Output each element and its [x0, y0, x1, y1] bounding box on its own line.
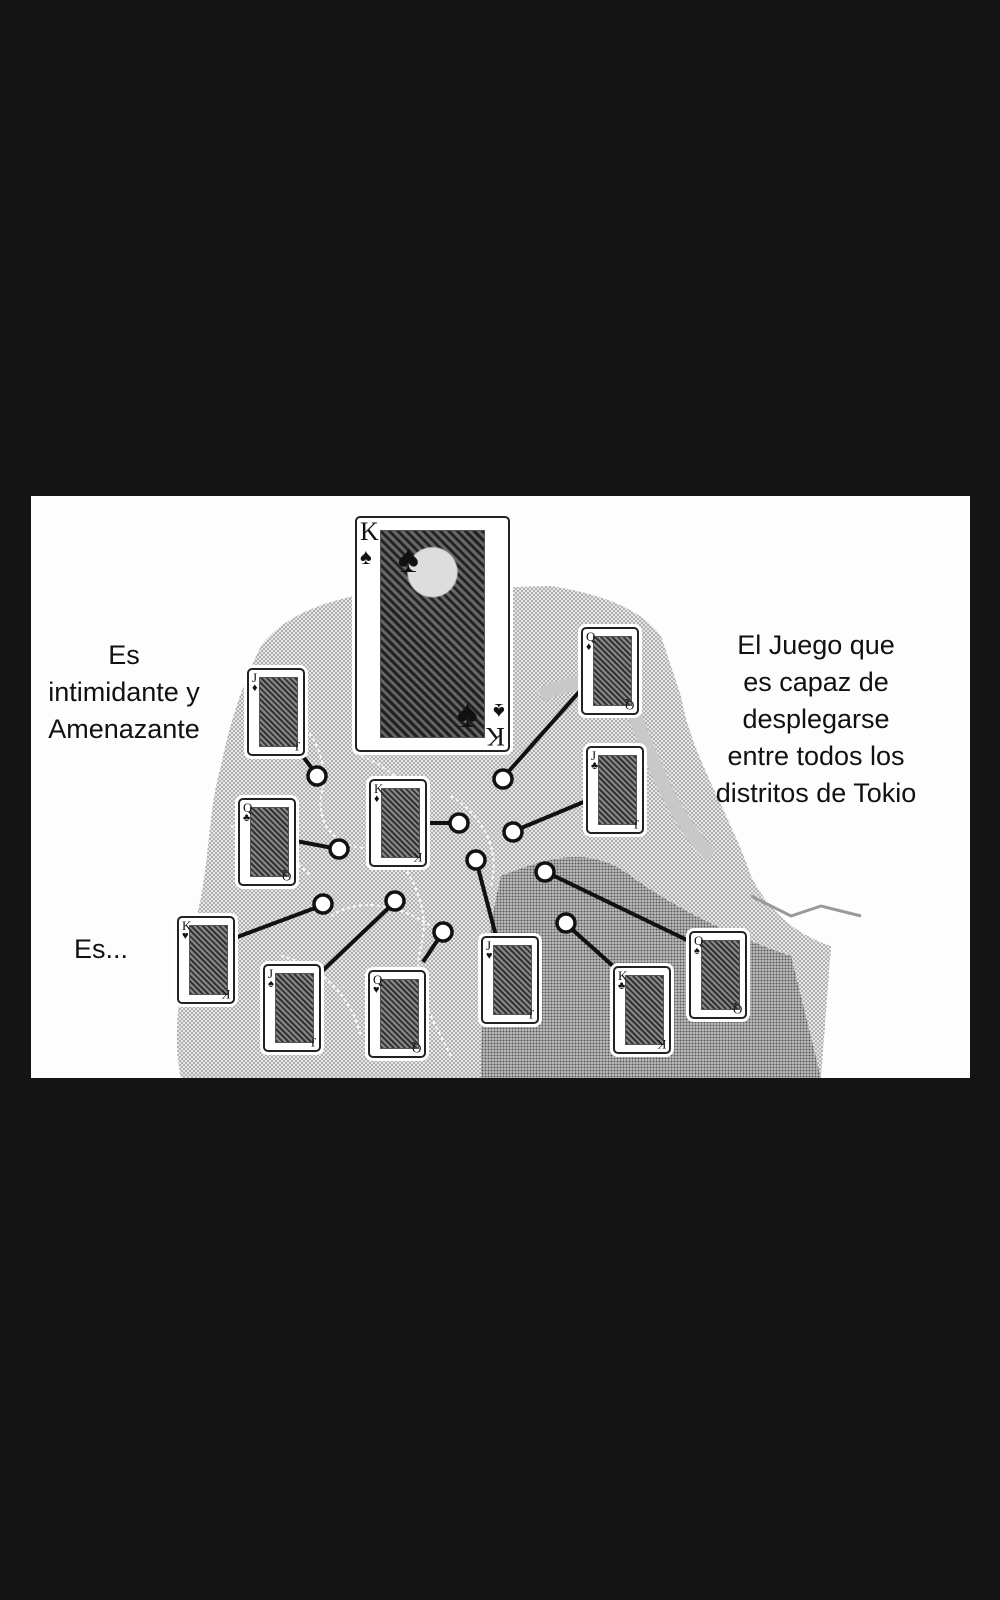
card-face-art: [249, 806, 289, 878]
card-queen-of-hearts: Q ♥ Q: [368, 970, 426, 1058]
card-king-of-spades: K ♠ ♠ ♠ ♠ K: [355, 516, 510, 752]
card-king-of-diamonds: K ♦ K: [369, 779, 427, 867]
card-face-art: [188, 924, 228, 996]
caption-es: Es...: [73, 934, 128, 964]
card-face-art: [597, 754, 637, 826]
card-queen-of-diamonds: Q ♦ Q: [581, 627, 639, 715]
card-rank: Q: [586, 629, 596, 644]
card-rank: J: [486, 938, 492, 953]
card-rank: Q: [411, 1041, 421, 1056]
card-rank: J: [310, 1035, 316, 1050]
spade-icon: ♠: [268, 978, 274, 990]
card-face-art: [492, 944, 532, 1016]
card-face-art: [379, 529, 486, 739]
heart-icon: ♥: [182, 930, 189, 942]
card-face-art: [379, 978, 419, 1050]
card-rank: J: [528, 1007, 534, 1022]
card-rank: K: [618, 968, 628, 983]
card-rank: J: [591, 748, 597, 763]
manga-panel: Es intimidante y Amenazante Es... El Jue…: [31, 496, 970, 1078]
card-face-art: [380, 787, 420, 859]
card-rank: K: [220, 987, 230, 1002]
card-rank: K: [374, 781, 384, 796]
card-face-art: [700, 939, 740, 1011]
card-rank: K: [360, 517, 379, 546]
card-face-art: [592, 635, 632, 707]
card-rank: Q: [694, 933, 704, 948]
club-icon: ♣: [243, 812, 251, 824]
card-rank: J: [294, 739, 300, 754]
card-face-art: [624, 974, 664, 1046]
card-king-of-hearts: K ♥ K: [177, 916, 235, 1004]
card-rank: Q: [373, 972, 383, 987]
diamond-icon: ♦: [374, 793, 380, 805]
card-rank: Q: [732, 1002, 742, 1017]
card-rank: K: [412, 850, 422, 865]
spade-icon: ♠: [493, 699, 505, 724]
club-icon: ♣: [618, 980, 626, 992]
card-queen-of-clubs: Q ♣ Q: [238, 798, 296, 886]
card-rank: Q: [281, 869, 291, 884]
card-rank: K: [182, 918, 192, 933]
club-icon: ♣: [591, 760, 599, 772]
card-jack-of-clubs: J ♣ J: [586, 746, 644, 834]
spade-icon: ♠: [397, 536, 420, 581]
spade-icon: ♠: [456, 691, 478, 736]
card-rank: Q: [624, 698, 634, 713]
card-rank: J: [268, 966, 274, 981]
card-face-art: [274, 972, 314, 1044]
card-jack-of-diamonds: J ♦ J: [247, 668, 305, 756]
card-face-art: [258, 676, 298, 748]
diamond-icon: ♦: [252, 682, 258, 694]
card-jack-of-hearts: J ♥ J: [481, 936, 539, 1024]
card-rank: Q: [243, 800, 253, 815]
heart-icon: ♥: [486, 950, 493, 962]
card-rank: J: [633, 817, 639, 832]
spade-icon: ♠: [694, 945, 700, 957]
diamond-icon: ♦: [586, 641, 592, 653]
card-rank: K: [656, 1037, 666, 1052]
card-rank: J: [252, 670, 258, 685]
card-queen-of-spades: Q ♠ Q: [689, 931, 747, 1019]
card-rank: K: [486, 722, 505, 751]
card-king-of-clubs: K ♣ K: [613, 966, 671, 1054]
caption-intimidating: Es intimidante y Amenazante: [48, 640, 200, 744]
heart-icon: ♥: [373, 984, 380, 996]
spade-icon: ♠: [360, 544, 372, 569]
caption-game-description: El Juego que es capaz de desplegarse ent…: [715, 630, 917, 808]
card-jack-of-spades: J ♠ J: [263, 964, 321, 1052]
